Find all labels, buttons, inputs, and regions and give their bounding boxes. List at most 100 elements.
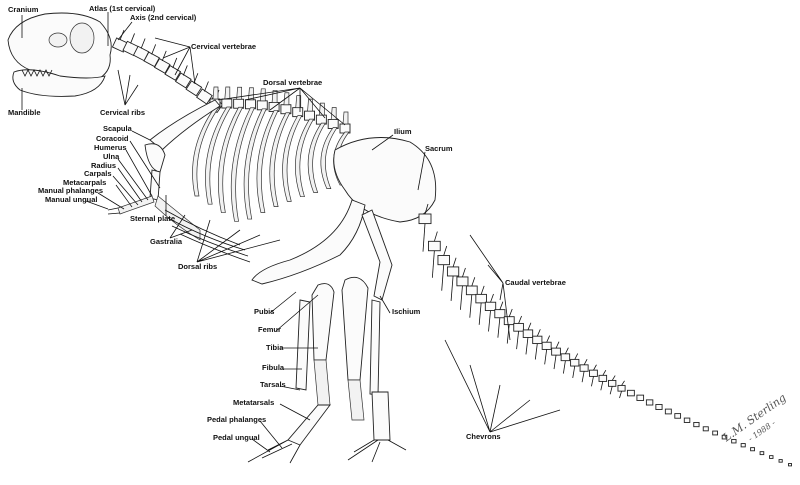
dorsal-rib <box>295 118 315 198</box>
chevron <box>619 391 622 399</box>
caudal-vertebra <box>674 413 682 419</box>
dorsal-rib <box>205 106 232 205</box>
dorsal-rib <box>230 107 256 222</box>
label-coracoid: Coracoid <box>96 134 129 143</box>
neural-spine <box>161 50 167 62</box>
neural-spine <box>172 57 178 69</box>
label-cranium: Cranium <box>8 5 39 14</box>
neural-spine <box>490 293 494 303</box>
caudal-vertebra <box>712 430 719 436</box>
chevron <box>572 365 576 379</box>
neural-spine <box>182 65 188 76</box>
neural-spine <box>536 329 541 337</box>
neural-spine <box>130 33 135 44</box>
caudal-vertebra <box>740 443 746 448</box>
label-ulna: Ulna <box>103 152 120 161</box>
neural-spine <box>621 380 625 386</box>
caudal-vertebra <box>494 309 506 319</box>
caudal-vertebra <box>702 426 709 432</box>
caudal-vertebra <box>428 240 441 252</box>
caudal-vertebra <box>731 438 737 444</box>
chevron <box>441 264 445 291</box>
neural-spine <box>452 257 457 268</box>
caudal-vertebra <box>759 451 765 456</box>
chevron <box>534 343 538 360</box>
dorsal-rib <box>269 112 291 207</box>
chevron <box>516 331 519 350</box>
label-carpals: Carpals <box>84 169 112 178</box>
dorsal-rib <box>243 108 267 220</box>
neural-spine <box>555 341 560 349</box>
pelvis <box>251 137 437 301</box>
chevron <box>450 275 454 301</box>
neural-spine <box>462 267 466 278</box>
caudal-vertebra <box>778 459 783 463</box>
neural-spine <box>140 38 146 49</box>
neural-spine <box>283 92 290 106</box>
chevron <box>525 337 529 355</box>
caudal-vertebra <box>418 213 432 225</box>
caudal-vertebra <box>579 364 589 372</box>
caudal-vertebra <box>456 276 469 287</box>
neural-spine <box>527 322 532 331</box>
chevron <box>478 302 482 325</box>
label-pedal-ungual: Pedal ungual <box>213 433 260 442</box>
caudal-vertebra <box>513 322 524 332</box>
label-ischium: Ischium <box>392 307 421 316</box>
neural-spine <box>583 358 588 366</box>
chevron <box>469 294 473 318</box>
neural-spine <box>151 44 157 55</box>
label-atlas: Atlas (1st cervical) <box>89 4 156 13</box>
cervical-vertebra <box>153 57 171 74</box>
chevron <box>488 310 491 332</box>
label-tarsals: Tarsals <box>260 380 286 389</box>
caudal-vertebra <box>721 434 728 440</box>
caudal-vertebra <box>446 266 460 277</box>
neural-spine <box>508 308 513 317</box>
caudal-vertebra <box>465 285 478 296</box>
label-cervical-vertebrae: Cervical vertebrae <box>191 42 257 51</box>
caudal-vertebra <box>532 335 543 345</box>
chevron <box>581 371 585 383</box>
caudal-vertebra <box>475 293 487 304</box>
caudal-vertebra <box>437 255 450 266</box>
gastralia <box>164 209 251 263</box>
label-femur: Femur <box>258 325 281 334</box>
neural-spine <box>212 86 219 100</box>
label-caudal-vertebrae: Caudal vertebrae <box>505 278 566 287</box>
neural-spine <box>480 285 485 295</box>
neural-spine <box>248 87 254 101</box>
caudal-vertebra <box>503 316 515 326</box>
chevron <box>497 317 501 338</box>
caudal-vertebra <box>589 369 598 377</box>
label-dorsal-ribs: Dorsal ribs <box>178 262 218 271</box>
neural-spine <box>204 81 209 92</box>
neural-spine <box>443 245 448 256</box>
cervical-vertebra <box>174 72 192 89</box>
caudal-vertebra <box>541 341 552 350</box>
chevron <box>600 381 604 391</box>
caudal-vertebra <box>617 384 626 392</box>
cervical-vertebra <box>185 80 203 97</box>
caudal-vertebra <box>484 301 497 311</box>
neural-spine <box>236 86 242 100</box>
cervical-vertebra <box>196 88 213 105</box>
chevron <box>609 386 613 395</box>
caudal-vertebra <box>608 379 617 387</box>
label-metatarsals: Metatarsals <box>233 398 275 407</box>
caudal-vertebra <box>788 463 792 467</box>
caudal-vertebra <box>551 347 561 356</box>
caudal-vertebra <box>522 329 534 338</box>
label-chevrons: Chevrons <box>466 432 501 441</box>
label-gastralia: Gastralia <box>150 237 183 246</box>
artist-signature: L.M. Sterling - 1988 - <box>720 391 789 445</box>
ribcage <box>192 106 350 222</box>
chevron <box>460 285 463 310</box>
neural-spine <box>574 353 579 360</box>
caudal-vertebra <box>683 417 691 423</box>
label-pubis: Pubis <box>254 307 275 316</box>
label-sacrum: Sacrum <box>425 144 453 153</box>
chevron <box>544 349 548 365</box>
